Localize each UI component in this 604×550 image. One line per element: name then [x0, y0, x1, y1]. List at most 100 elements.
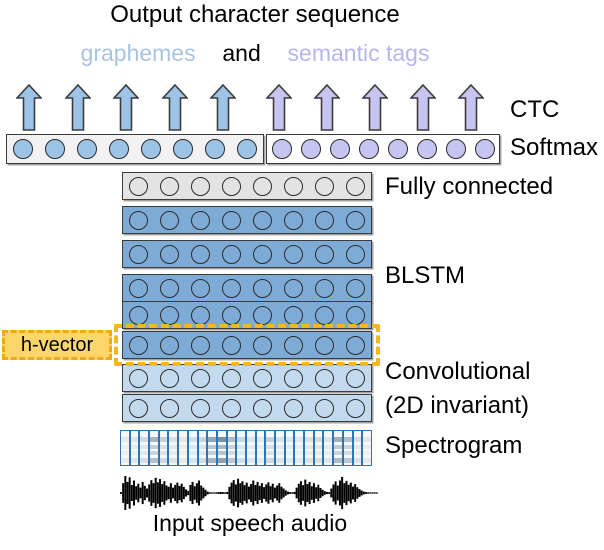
- spectrogram-frame: [129, 430, 140, 466]
- layer-node: [160, 305, 179, 325]
- layer-node: [284, 305, 303, 325]
- label-spectrogram: Spectrogram: [385, 432, 523, 459]
- layer-node: [129, 278, 148, 298]
- layer-blstm-1: [122, 206, 372, 234]
- layer-node: [253, 176, 272, 196]
- layer-node: [160, 176, 179, 196]
- layer-node: [191, 244, 210, 264]
- spectrogram-frame: [158, 430, 169, 466]
- subtitle-semantic-tags: semantic tags: [287, 40, 430, 66]
- spectrogram-frame: [333, 430, 343, 466]
- layer-node: [284, 368, 303, 388]
- layer-node: [253, 278, 272, 298]
- layer-blstm-3: [122, 274, 372, 302]
- semantic-softmax-node: [358, 139, 379, 159]
- h-vector-label: h-vector: [2, 330, 112, 360]
- layer-node: [191, 176, 210, 196]
- spectrogram-frame: [168, 430, 179, 466]
- semantic-arrow-2: [314, 84, 340, 131]
- grapheme-arrow-2: [65, 84, 91, 131]
- layer-node: [160, 335, 179, 355]
- spectrogram-frame: [120, 430, 130, 466]
- subtitle-and: and: [222, 40, 261, 66]
- layer-node: [315, 210, 334, 230]
- semantic-softmax-node: [416, 139, 437, 159]
- layer-node: [191, 210, 210, 230]
- layer-node: [284, 335, 303, 355]
- spectrogram-strip: [120, 430, 372, 466]
- layer-node: [315, 305, 334, 325]
- spectrogram-frame: [216, 430, 227, 466]
- semantic-softmax: [266, 134, 500, 164]
- layer-node: [222, 335, 241, 355]
- spectrogram-frame: [236, 430, 246, 466]
- grapheme-arrow-3: [113, 84, 139, 131]
- spectrogram-frame: [275, 430, 285, 466]
- layer-node: [284, 210, 303, 230]
- grapheme-softmax-node: [77, 139, 97, 159]
- semantic-arrow-3: [362, 84, 388, 131]
- layer-node: [160, 368, 179, 388]
- layer-node: [129, 210, 148, 230]
- layer-node: [222, 176, 241, 196]
- spectrogram-frame: [197, 430, 208, 466]
- semantic-softmax-node: [300, 139, 321, 159]
- layer-node: [129, 368, 148, 388]
- spectrogram-frame: [342, 430, 353, 466]
- layer-node: [253, 398, 272, 418]
- layer-node: [222, 244, 241, 264]
- layer-node: [191, 278, 210, 298]
- layer-node: [129, 398, 148, 418]
- spectrogram-frame: [187, 430, 198, 466]
- spectrogram-frame: [139, 430, 150, 466]
- subtitle-row: graphemes and semantic tags: [0, 38, 510, 68]
- label-ctc: CTC: [510, 96, 560, 123]
- layer-node: [129, 305, 148, 325]
- layer-conv-2: [122, 394, 372, 422]
- spectrogram-frame: [323, 430, 334, 466]
- layer-node: [253, 305, 272, 325]
- grapheme-softmax-node: [205, 139, 225, 159]
- semantic-arrow-4: [410, 84, 436, 131]
- label-convolutional: Convolutional: [385, 358, 531, 385]
- grapheme-softmax-node: [13, 139, 33, 159]
- layer-node: [315, 398, 334, 418]
- semantic-softmax-node: [387, 139, 408, 159]
- semantic-arrow-1: [266, 84, 292, 131]
- layer-node: [284, 176, 303, 196]
- layer-node: [191, 335, 210, 355]
- spectrogram-frame: [255, 430, 266, 466]
- layer-node: [315, 278, 334, 298]
- layer-node: [315, 368, 334, 388]
- label-fully-connected: Fully connected: [385, 173, 554, 200]
- spectrogram-frame: [226, 430, 237, 466]
- layer-node: [253, 244, 272, 264]
- page-title: Output character sequence: [110, 1, 400, 28]
- semantic-softmax-node: [271, 139, 292, 159]
- layer-conv-1: [122, 364, 372, 392]
- grapheme-arrow-4: [162, 84, 188, 131]
- layer-node: [346, 305, 365, 325]
- layer-blstm-2: [122, 240, 372, 268]
- layer-node: [346, 398, 365, 418]
- h-vector-highlight-box: [114, 324, 380, 366]
- spectrogram-frame: [178, 430, 188, 466]
- semantic-arrow-5: [458, 84, 484, 131]
- semantic-softmax-node: [329, 139, 350, 159]
- layer-node: [315, 244, 334, 264]
- layer-node: [160, 278, 179, 298]
- grapheme-softmax-node: [173, 139, 193, 159]
- layer-node: [129, 244, 148, 264]
- grapheme-arrow-5: [210, 84, 236, 131]
- semantic-softmax-node: [445, 139, 466, 159]
- spectrogram-frame: [313, 430, 324, 466]
- layer-node: [315, 335, 334, 355]
- subtitle-graphemes: graphemes: [80, 40, 196, 66]
- layer-node: [346, 210, 365, 230]
- spectrogram-frame: [207, 430, 217, 466]
- layer-node: [160, 210, 179, 230]
- spectrogram-frame: [149, 430, 159, 466]
- grapheme-softmax-node: [237, 139, 257, 159]
- layer-node: [253, 335, 272, 355]
- grapheme-softmax-node: [109, 139, 129, 159]
